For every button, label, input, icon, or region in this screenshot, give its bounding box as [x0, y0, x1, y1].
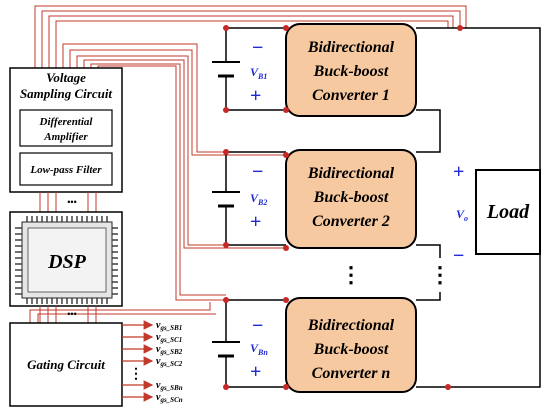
- converter-n-line3: Converter n: [312, 365, 391, 382]
- gate-signal-1: vgs_SB1: [156, 320, 182, 332]
- battery-1-labels: − + VB1: [250, 37, 267, 107]
- converter-n: Bidirectional Buck-boost Converter n: [285, 297, 417, 393]
- converter-n-line2: Buck-boost: [313, 341, 389, 358]
- gating-circuit-block: Gating Circuit: [9, 322, 123, 407]
- sensing-wires: [34, 5, 467, 301]
- plus-sign: +: [250, 85, 261, 107]
- vo-label: Vo: [456, 207, 468, 223]
- junction-nodes: [223, 25, 463, 390]
- gating-label: Gating Circuit: [27, 357, 105, 372]
- battery-2-labels: − + VB2: [250, 161, 267, 233]
- series-ellipsis: ⋮: [429, 262, 451, 287]
- converter-2-line1: Bidirectional: [307, 165, 395, 182]
- dsp-gating-bus: [39, 306, 97, 323]
- sampling-dsp-bus: [39, 192, 97, 212]
- vo-plus-sign: +: [453, 161, 464, 183]
- battery-n: [212, 341, 240, 358]
- voltage-sampling-title-2: Sampling Circuit: [20, 86, 112, 101]
- gate-ellipsis: ⋮: [129, 367, 143, 382]
- converter-1-line2: Buck-boost: [313, 63, 389, 80]
- vb1-label: VB1: [250, 65, 267, 81]
- differential-amplifier-block: [19, 109, 113, 147]
- gate-arrows: [122, 320, 154, 402]
- diff-amp-label-1: Differential: [39, 116, 94, 128]
- diff-amp-label-2: Amplifier: [43, 131, 88, 143]
- gate-signal-labels: vgs_SB1 vgs_SC1 vgs_SB2 vgs_SC2 vgs_SBn …: [156, 320, 183, 404]
- converter-2-line2: Buck-boost: [313, 189, 389, 206]
- lowpass-label: Low-pass Filter: [29, 164, 102, 176]
- load-block: Load: [475, 169, 541, 255]
- lowpass-filter-block: [19, 152, 113, 186]
- converter-1: Bidirectional Buck-boost Converter 1: [285, 23, 417, 117]
- dsp-label: DSP: [47, 251, 87, 273]
- converter-n-line1: Bidirectional: [307, 317, 395, 334]
- battery-2: [212, 191, 240, 208]
- vo-minus-sign: −: [453, 245, 464, 267]
- minus-sign: −: [252, 161, 263, 183]
- gate-signal-5: vgs_SBn: [156, 380, 183, 392]
- converter-2: Bidirectional Buck-boost Converter 2: [285, 149, 417, 249]
- gate-signal-3: vgs_SB2: [156, 344, 183, 356]
- minus-sign: −: [252, 315, 263, 337]
- dsp-chip: DSP: [9, 211, 123, 307]
- gate-signal-6: vgs_SCn: [156, 392, 183, 404]
- converter-1-line1: Bidirectional: [307, 39, 395, 56]
- plus-sign: +: [250, 211, 261, 233]
- gate-signal-4: vgs_SC2: [156, 356, 183, 368]
- plus-sign: +: [250, 361, 261, 383]
- vbn-label: VBn: [250, 341, 268, 357]
- gating-wires: [29, 302, 216, 323]
- battery-1: [212, 61, 240, 78]
- minus-sign: −: [252, 37, 263, 59]
- vb2-label: VB2: [250, 191, 267, 207]
- chip-pins: [15, 216, 118, 304]
- voltage-sampling-block: Voltage Sampling Circuit Differential Am…: [9, 67, 123, 193]
- battery-n-labels: − + VBn: [250, 315, 268, 383]
- bus-ellipsis-2: •••: [67, 309, 76, 319]
- converter-ellipsis: ⋮: [340, 262, 362, 287]
- converter-1-line3: Converter 1: [312, 87, 390, 104]
- gate-signal-2: vgs_SC1: [156, 332, 182, 344]
- converter-2-line3: Converter 2: [312, 213, 390, 230]
- load-label: Load: [486, 201, 530, 223]
- bus-ellipsis-1: •••: [67, 197, 76, 207]
- voltage-sampling-title-1: Voltage: [46, 70, 86, 85]
